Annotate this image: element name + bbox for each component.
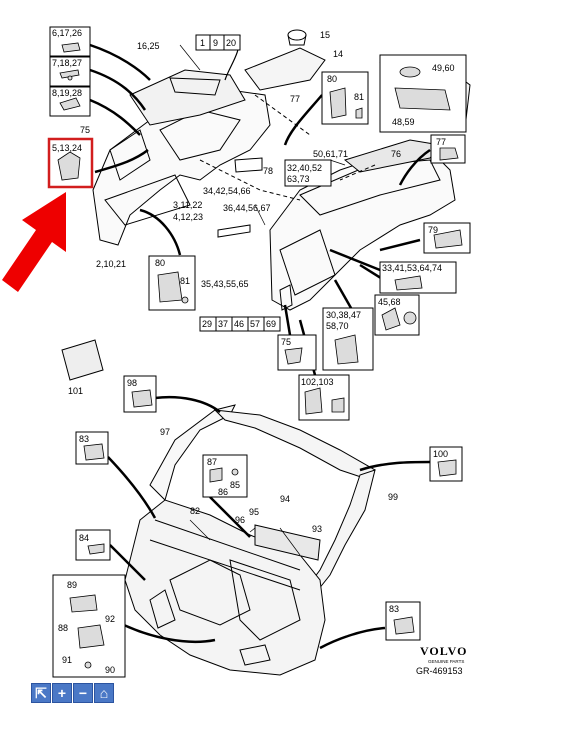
part-number-label: 5,13,24	[52, 143, 82, 153]
part-number-label: 16,25	[137, 41, 160, 51]
drawing-number: GR-469153	[416, 666, 463, 676]
part-number-label: 1	[200, 38, 205, 48]
part-number-label: 37	[218, 319, 228, 329]
zoom-in-button[interactable]: +	[52, 683, 72, 703]
tailgate-panel	[124, 499, 326, 676]
part-number-label: 34,42,54,66	[203, 186, 251, 196]
part-number-label: 83	[389, 604, 399, 614]
part-number-label: 93	[312, 524, 322, 534]
part-number-label: 98	[127, 378, 137, 388]
part-number-label: 76	[391, 149, 401, 159]
part-number-label: 85	[230, 480, 240, 490]
part-number-label: 82	[190, 506, 200, 516]
part-number-label: 88	[58, 623, 68, 633]
red-pointer-arrow	[2, 192, 66, 292]
part-number-label: 83	[79, 434, 89, 444]
brand-subtitle: GENUINE PARTS	[428, 659, 464, 664]
zoom-toolbar: ⇱ + − ⌂	[31, 683, 114, 703]
part-number-label: 57	[250, 319, 260, 329]
part-number-label: 77	[290, 94, 300, 104]
part-number-label: 45,68	[378, 297, 401, 307]
part-number-label: 102,103	[301, 377, 334, 387]
part-number-label: 35,43,55,65	[201, 279, 249, 289]
part-number-label: 3,11,22	[173, 200, 202, 210]
part-number-label: 81	[180, 276, 190, 286]
part-number-label: 75	[281, 337, 291, 347]
part-number-label: 58,70	[326, 321, 349, 331]
part-number-label: 20	[226, 38, 236, 48]
part-number-label: 29	[202, 319, 212, 329]
part-number-label: 9	[213, 38, 218, 48]
part-number-label: 33,41,53,64,74	[382, 263, 442, 273]
part-number-label: 63,73	[287, 174, 310, 184]
part-number-label: 96	[235, 515, 245, 525]
part-number-label: 46	[234, 319, 244, 329]
part-number-label: 95	[249, 507, 259, 517]
part-number-label: 81	[354, 92, 364, 102]
part-number-label: 84	[79, 533, 89, 543]
part-number-label: 48,59	[392, 117, 415, 127]
part-number-label: 80	[327, 74, 337, 84]
highlighted-callout-box	[47, 137, 94, 189]
callout-box	[284, 159, 332, 187]
part-number-label: 92	[105, 614, 115, 624]
select-cursor-icon[interactable]: ⇱	[31, 683, 51, 703]
part-number-label: 36,44,56,67	[223, 203, 271, 213]
callout-box	[52, 574, 126, 678]
part-number-label: 91	[62, 655, 72, 665]
part-number-label: 86	[218, 487, 228, 497]
part-number-label: 94	[280, 494, 290, 504]
part-number-label: 100	[433, 449, 448, 459]
part-number-label: 32,40,52	[287, 163, 322, 173]
part-number-label: 30,38,47	[326, 310, 361, 320]
part-number-label: 101	[68, 386, 83, 396]
part-number-label: 14	[333, 49, 343, 59]
part-number-label: 8,19,28	[52, 88, 82, 98]
callout-box	[195, 34, 241, 51]
part-number-label: 15	[320, 30, 330, 40]
part-number-label: 77	[436, 137, 446, 147]
part-number-label: 50,61,71	[313, 149, 348, 159]
part-number-label: 87	[207, 457, 217, 467]
part-number-label: 78	[263, 166, 273, 176]
parts-diagram: 6,17,26 7,18,27 8,19,28 5,13,24 16,25 1 …	[2, 26, 471, 678]
part-number-label: 89	[67, 580, 77, 590]
part-number-label: 75	[80, 125, 90, 135]
part-number-label: 4,12,23	[173, 212, 203, 222]
home-icon[interactable]: ⌂	[94, 683, 114, 703]
part-number-label: 90	[105, 665, 115, 675]
part-number-label: 2,10,21	[96, 259, 126, 269]
part-number-label: 79	[428, 225, 438, 235]
part-number-label: 7,18,27	[52, 58, 82, 68]
part-number-label: 80	[155, 258, 165, 268]
part-number-label: 6,17,26	[52, 28, 82, 38]
part-number-label: 99	[388, 492, 398, 502]
part-number-label: 49,60	[432, 63, 455, 73]
callout-box	[199, 316, 281, 332]
brand-logo: VOLVO	[420, 644, 467, 658]
zoom-out-button[interactable]: −	[73, 683, 93, 703]
part-number-label: 97	[160, 427, 170, 437]
part-number-label: 69	[266, 319, 276, 329]
